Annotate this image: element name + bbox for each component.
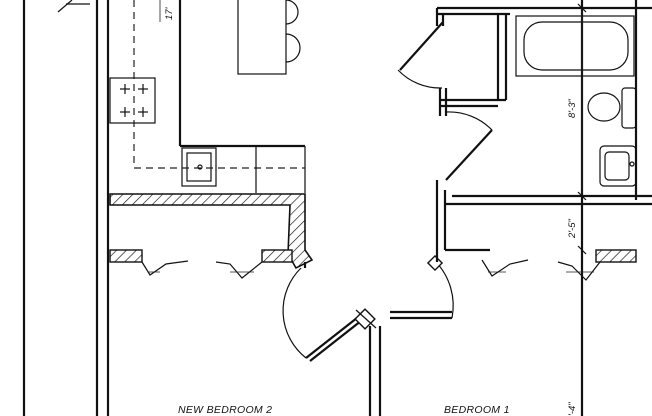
dimension-8-3: 8'-3" [567,3,587,201]
dimension-17: 17' [159,0,175,22]
vanity-sink [599,145,637,187]
dimension-label-2-5: 2'-5" [567,218,578,239]
dimension-4: '-4" [567,402,578,416]
room-label-bedroom-2: NEW BEDROOM 2 [178,404,272,416]
kitchen-island [237,0,301,75]
kitchen-sink [181,147,217,187]
closet-doors-bedroom-2 [109,249,293,279]
column-post [354,308,377,330]
bathtub [515,15,635,77]
dimension-label-17: 17' [164,6,175,20]
door-bedroom-2 [282,262,367,362]
exterior-wall-left [22,0,110,416]
dimension-label-8-3: 8'-3" [567,98,578,118]
dimension-2-5: 2'-5" [567,218,587,255]
cooktop [109,77,156,124]
room-label-bedroom-1: BEDROOM 1 [444,404,510,416]
door-bathroom [397,21,444,89]
door-bedroom-1 [390,254,454,320]
closet-doors-bedroom-1 [481,249,637,281]
dimension-label-4: '-4" [567,402,578,416]
bathroom-walls [435,0,652,416]
wall-bedroom-divider [368,326,382,416]
door-hall [445,111,493,181]
kitchen-counter [133,0,306,193]
toilet [587,87,637,129]
